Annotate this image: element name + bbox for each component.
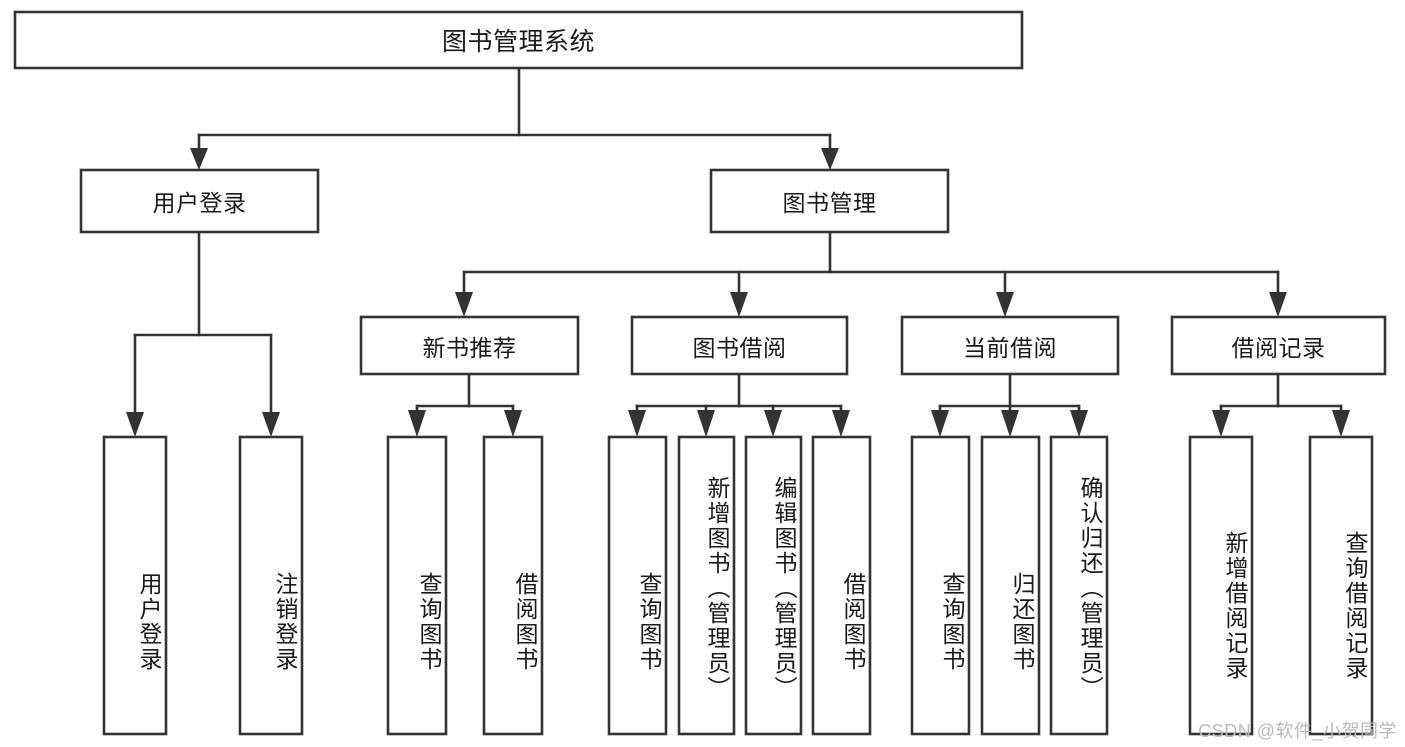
node-box-current-borrow[interactable] <box>900 315 1120 376</box>
arrow-head-tb-4 <box>832 410 850 437</box>
node-box-leaf-4[interactable] <box>607 435 668 736</box>
node-box-leaf-2[interactable] <box>386 435 448 736</box>
node-box-leaf-8[interactable] <box>910 435 971 736</box>
node-box-user-login[interactable] <box>79 168 320 234</box>
arrow-head-new-book <box>455 292 473 317</box>
connector-group-current-borrow-children <box>931 372 1088 437</box>
arrow-head-cb-2 <box>1001 410 1019 437</box>
arrow-head-book-mgmt <box>821 148 839 170</box>
arrow-head-nb-2 <box>504 410 522 437</box>
node-box-leaf-11[interactable] <box>1188 435 1254 736</box>
node-box-book-management[interactable] <box>709 168 950 234</box>
node-boxes-level3 <box>359 315 1387 376</box>
node-boxes-level2 <box>79 168 950 234</box>
arrow-head-borrow-record <box>1269 292 1287 317</box>
arrow-head-leaf-user-login <box>126 412 144 437</box>
node-boxes-leaves <box>102 435 1374 736</box>
arrow-head-tb-3 <box>764 410 782 437</box>
node-box-leaf-0[interactable] <box>102 435 168 736</box>
arrow-head-nb-1 <box>408 410 426 437</box>
arrow-head-leaf-logout <box>262 412 280 437</box>
arrow-head-current-borrow <box>996 292 1014 317</box>
connector-group-book-mgmt-children <box>455 230 1287 317</box>
connector-group-user-login-children <box>126 230 280 437</box>
node-box-book-borrow[interactable] <box>630 315 849 376</box>
connector-group-root-to-level2 <box>190 66 839 170</box>
arrow-head-br-2 <box>1332 410 1350 437</box>
node-box-leaf-10[interactable] <box>1049 435 1109 736</box>
arrow-head-tb-2 <box>697 410 715 437</box>
node-box-leaf-12[interactable] <box>1308 435 1374 736</box>
node-box-leaf-6[interactable] <box>744 435 803 736</box>
node-box-leaf-1[interactable] <box>238 435 304 736</box>
node-box-leaf-5[interactable] <box>677 435 736 736</box>
arrow-head-cb-3 <box>1070 410 1088 437</box>
node-box-new-book-recommend[interactable] <box>359 315 580 376</box>
node-box-leaf-3[interactable] <box>482 435 544 736</box>
arrow-head-br-1 <box>1212 410 1230 437</box>
node-box-borrow-record[interactable] <box>1170 315 1387 376</box>
arrow-head-user-login <box>190 148 208 170</box>
arrow-head-tb-1 <box>628 410 646 437</box>
arrow-head-cb-1 <box>931 410 949 437</box>
arrow-head-borrow <box>730 292 748 317</box>
node-box-leaf-7[interactable] <box>811 435 872 736</box>
connector-group-borrow-children <box>628 372 850 437</box>
connector-group-borrow-record-children <box>1212 372 1350 437</box>
connector-group-new-book-children <box>408 372 522 437</box>
node-box-root[interactable] <box>13 10 1024 70</box>
node-box-leaf-9[interactable] <box>980 435 1041 736</box>
